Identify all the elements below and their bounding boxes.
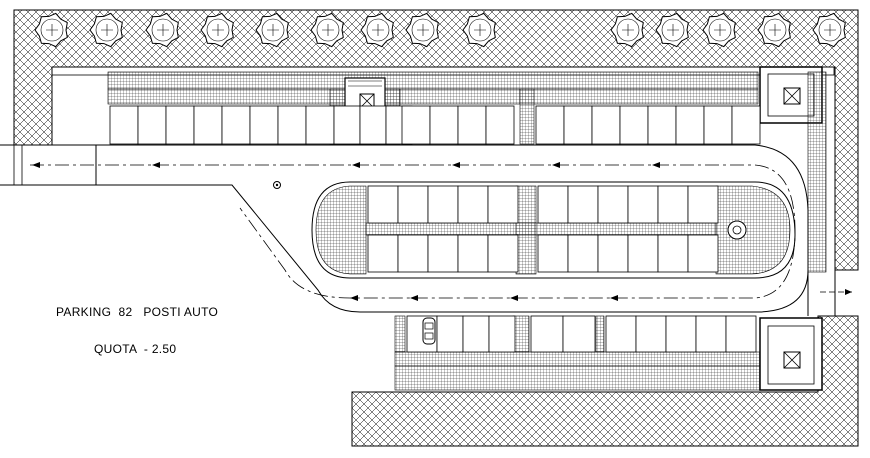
parking-stall (687, 185, 719, 224)
parking-stall (462, 315, 490, 353)
parking-stall (397, 185, 429, 224)
parking-stall (277, 105, 307, 145)
tree-icon (34, 12, 68, 48)
tree-icon (89, 12, 123, 48)
parking-stall (695, 315, 727, 353)
floor-level-label: QUOTA - 2.50 (94, 342, 177, 356)
tree-icon (360, 12, 394, 48)
parking-stall (165, 105, 195, 145)
tree-icon (757, 12, 791, 48)
tree-row (34, 12, 846, 48)
parking-stall (436, 315, 464, 353)
parking-stall (665, 315, 697, 353)
tree-icon (812, 12, 846, 48)
tree-icon (200, 12, 234, 48)
parking-stalls-top-row (109, 105, 761, 145)
parking-stall (619, 105, 649, 145)
parking-stall (675, 105, 705, 145)
parking-stall (487, 234, 519, 273)
parking-stall (457, 185, 489, 224)
parking-stall (530, 315, 564, 353)
parking-stall (647, 105, 677, 145)
parking-stall (485, 105, 515, 145)
parking-stall (401, 105, 431, 145)
drive-aisle (0, 144, 852, 316)
bottom-paving-strip (394, 315, 761, 391)
parking-stall (591, 105, 621, 145)
parking-stall (249, 105, 279, 145)
parking-stall (427, 185, 459, 224)
right-paving-strip (807, 71, 827, 273)
parking-stall (731, 105, 761, 145)
parking-stall (537, 185, 569, 224)
parking-stall (635, 315, 667, 353)
parking-stall (397, 234, 429, 273)
parking-stalls-island (367, 185, 719, 273)
parking-stall (221, 105, 251, 145)
parking-stall (333, 105, 361, 145)
tree-icon (462, 12, 496, 48)
parking-stall (457, 234, 489, 273)
parking-stall (687, 234, 719, 273)
parking-stall (627, 234, 659, 273)
parking-stall (305, 105, 335, 145)
parking-stall (562, 315, 596, 353)
parking-stall (137, 105, 167, 145)
parking-title-label: PARKING 82 POSTI AUTO (56, 305, 219, 319)
parking-stall (488, 315, 516, 353)
parking-stall (605, 315, 637, 353)
stair-core-bottom-right (759, 317, 823, 391)
parking-stall (359, 105, 387, 145)
parking-stall (109, 105, 139, 145)
parking-stall (457, 105, 487, 145)
parking-stall (703, 105, 733, 145)
parking-stall (535, 105, 565, 145)
parking-stall (597, 234, 629, 273)
parking-stall (487, 185, 519, 224)
car-icon (422, 317, 436, 345)
parking-stall (657, 185, 689, 224)
tree-icon (655, 12, 689, 48)
parking-stall (567, 234, 599, 273)
tree-icon (310, 12, 344, 48)
tree-icon (702, 12, 736, 48)
parking-stall (597, 185, 629, 224)
tree-icon (145, 12, 179, 48)
parking-stall (367, 185, 399, 224)
central-island (315, 185, 791, 275)
parking-stall (563, 105, 593, 145)
parking-stall (427, 234, 459, 273)
tree-icon (255, 12, 289, 48)
parking-stall (537, 234, 569, 273)
parking-stall (429, 105, 459, 145)
parking-stall (725, 315, 757, 353)
parking-stall (627, 185, 659, 224)
column-marker-icon (275, 183, 279, 187)
parking-stall (367, 234, 399, 273)
parking-stall (193, 105, 223, 145)
parking-stall (657, 234, 689, 273)
parking-stall (567, 185, 599, 224)
parking-stalls-bottom-row (406, 315, 757, 353)
tree-icon (610, 12, 644, 48)
tree-icon (405, 12, 439, 48)
